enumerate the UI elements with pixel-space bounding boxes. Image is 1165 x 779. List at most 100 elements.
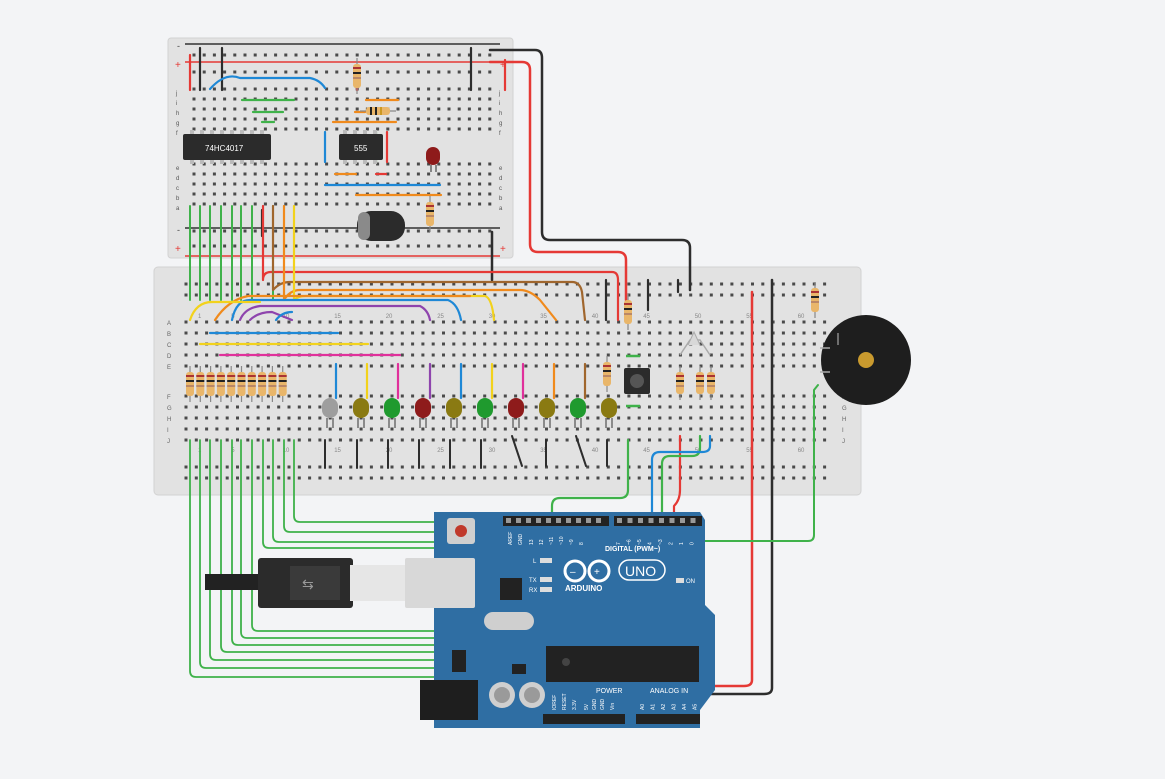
- hole: [427, 87, 431, 91]
- counter-chip: 74HC4017: [183, 130, 271, 164]
- hole: [256, 364, 260, 368]
- band: [206, 385, 215, 387]
- hole: [380, 342, 384, 346]
- hole: [503, 353, 507, 357]
- hole: [678, 282, 682, 286]
- hole: [345, 192, 349, 196]
- hole: [215, 405, 219, 409]
- hole: [586, 476, 590, 480]
- hole: [730, 320, 734, 324]
- hole: [256, 282, 260, 286]
- hole: [488, 192, 492, 196]
- band: [624, 303, 632, 305]
- band: [676, 375, 684, 377]
- hole: [297, 465, 301, 469]
- hole: [488, 127, 492, 131]
- chip-pin: [210, 160, 214, 164]
- hole: [390, 476, 394, 480]
- hole: [246, 476, 250, 480]
- hole: [411, 282, 415, 286]
- hole: [452, 282, 456, 286]
- hole: [606, 342, 610, 346]
- hole: [699, 353, 703, 357]
- row-letter: G: [842, 406, 847, 412]
- hole: [212, 182, 216, 186]
- hole: [411, 465, 415, 469]
- hole: [266, 416, 270, 420]
- hole: [478, 182, 482, 186]
- led-resistor: [216, 372, 225, 396]
- hole: [720, 465, 724, 469]
- hole: [287, 320, 291, 324]
- band: [206, 380, 215, 382]
- hole: [192, 182, 196, 186]
- hole: [596, 416, 600, 420]
- hole: [411, 342, 415, 346]
- hole: [263, 172, 267, 176]
- hole: [431, 465, 435, 469]
- hole: [792, 476, 796, 480]
- hole: [223, 97, 227, 101]
- band: [216, 375, 225, 377]
- digital-pin-label: 2: [669, 542, 675, 545]
- hole: [452, 364, 456, 368]
- rail-hole: [335, 244, 339, 248]
- hole: [236, 394, 239, 398]
- hole: [215, 438, 219, 442]
- hole: [223, 127, 227, 131]
- col-number: 30: [489, 314, 496, 320]
- l-label: L: [533, 559, 537, 565]
- hole: [606, 282, 610, 286]
- header-pin: [566, 518, 571, 523]
- chip-pin: [353, 160, 357, 164]
- rail-hole: [416, 53, 420, 57]
- hole: [243, 117, 247, 121]
- rail-hole: [467, 229, 471, 233]
- hole: [369, 342, 373, 346]
- hole: [637, 364, 641, 368]
- hole: [215, 353, 219, 357]
- hole: [192, 87, 196, 91]
- resistor: [426, 202, 434, 226]
- wire: [261, 204, 620, 322]
- row-letter: F: [167, 395, 171, 401]
- row-letter: j: [175, 91, 177, 97]
- hole: [365, 87, 369, 91]
- hole: [792, 342, 796, 346]
- hole: [215, 416, 219, 420]
- hole: [266, 405, 270, 409]
- hole: [365, 162, 369, 166]
- hole: [781, 282, 785, 286]
- row-letter: d: [176, 176, 179, 182]
- rail-hole: [406, 244, 410, 248]
- hole: [304, 162, 308, 166]
- hole: [709, 405, 713, 409]
- hole: [462, 427, 466, 431]
- resistor: [811, 288, 819, 312]
- hole: [294, 192, 298, 196]
- hole: [596, 427, 600, 431]
- header-pin: [669, 518, 675, 523]
- hole: [792, 320, 796, 324]
- hole: [442, 465, 445, 469]
- row-letter: g: [499, 121, 502, 127]
- hole: [534, 394, 538, 398]
- hole: [411, 438, 415, 442]
- hole: [740, 465, 744, 469]
- hole: [325, 107, 329, 111]
- hole: [236, 293, 239, 297]
- rail-hole: [406, 229, 410, 233]
- band: [375, 107, 377, 115]
- wire: [271, 204, 587, 322]
- hole: [720, 416, 724, 420]
- row-letter: d: [499, 176, 502, 182]
- rail-hole: [467, 244, 471, 248]
- hole: [761, 438, 765, 442]
- push-button[interactable]: [624, 354, 650, 408]
- hole: [212, 127, 216, 131]
- hole: [246, 320, 250, 324]
- hole: [369, 405, 373, 409]
- hole: [452, 427, 456, 431]
- digital-pin-label: ~9: [569, 539, 575, 545]
- hole: [555, 438, 559, 442]
